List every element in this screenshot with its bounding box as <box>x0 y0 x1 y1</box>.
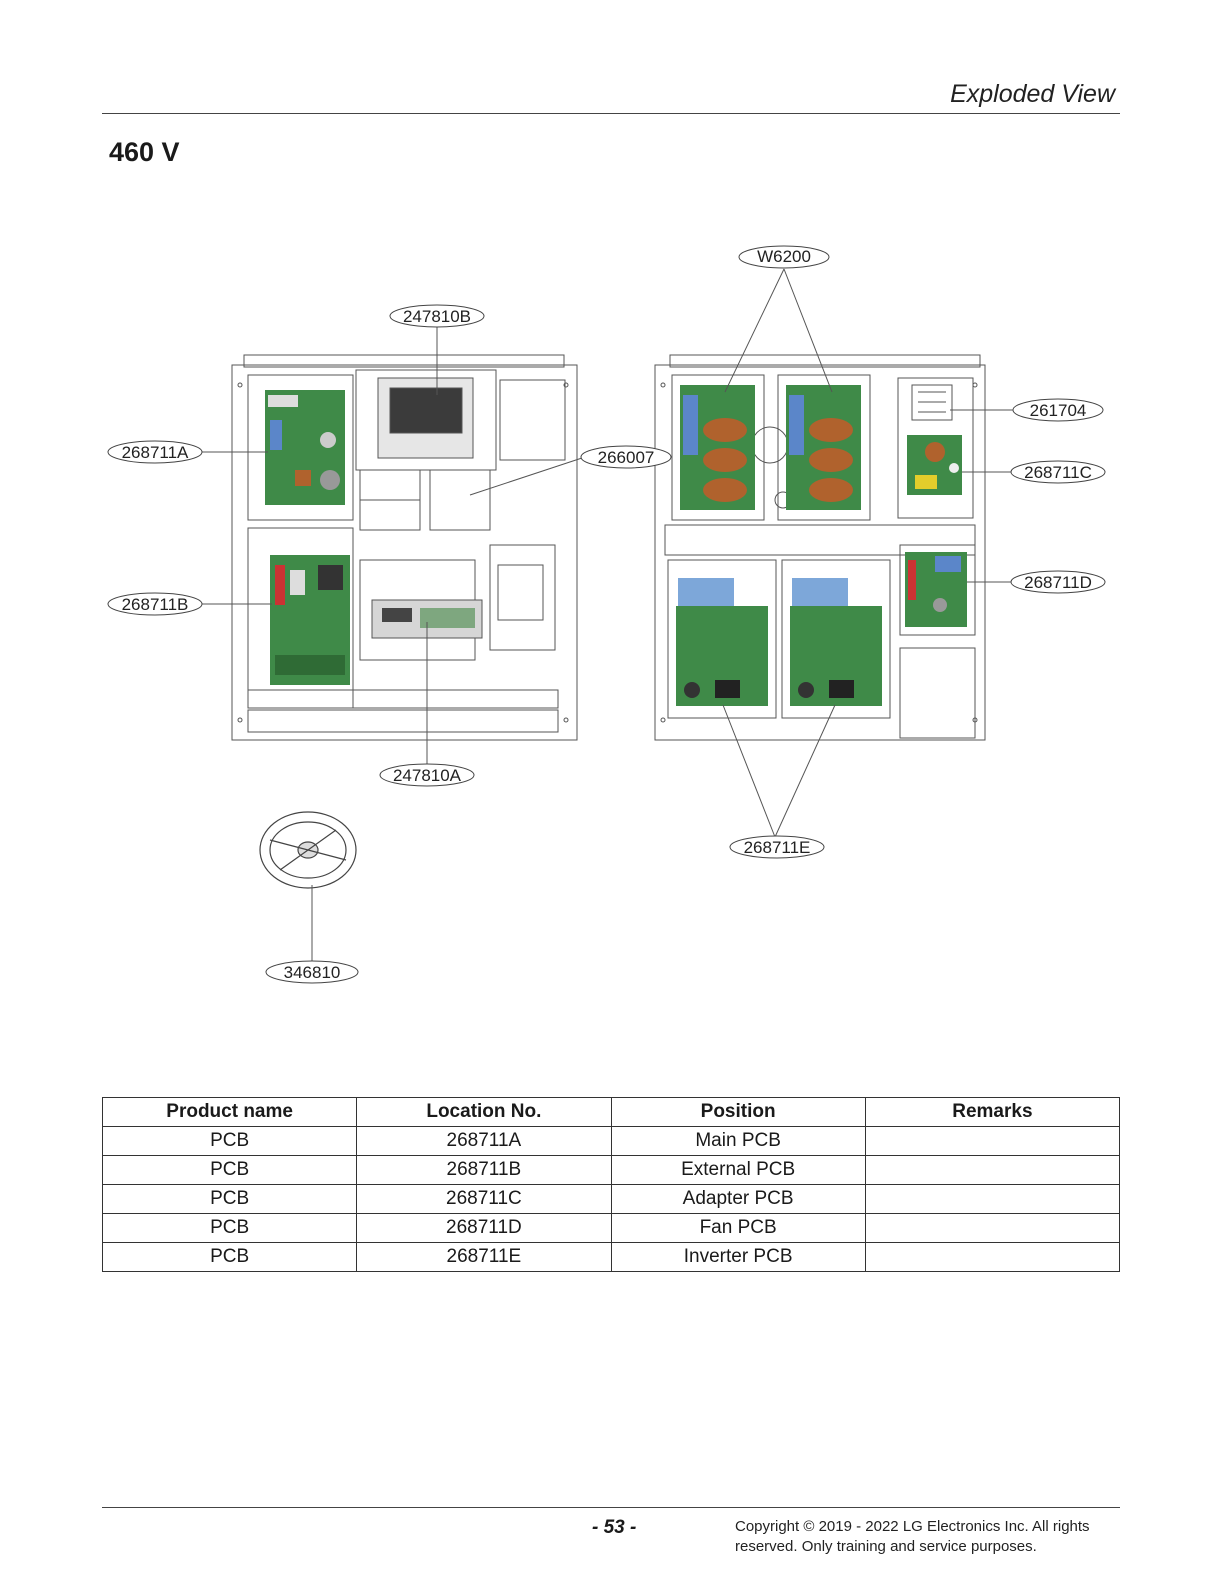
table-cell: 268711D <box>356 1213 612 1243</box>
table-cell: Inverter PCB <box>610 1242 866 1272</box>
table-cell <box>864 1155 1121 1185</box>
table-cell: External PCB <box>610 1155 866 1185</box>
svg-text:268711D: 268711D <box>1024 573 1092 592</box>
callout-268711A: 268711A <box>107 440 203 464</box>
parts-table: Product name Location No. Position Remar… <box>101 1097 1121 1272</box>
svg-text:266007: 266007 <box>598 448 655 467</box>
table-cell <box>864 1126 1121 1156</box>
svg-text:268711E: 268711E <box>744 838 811 857</box>
callout-268711E: 268711E <box>729 835 825 859</box>
callout-268711D: 268711D <box>1010 570 1106 594</box>
fan-pcb <box>905 552 967 627</box>
column-header: Location No. <box>356 1097 612 1127</box>
right-unit <box>654 354 986 741</box>
callout-247810B: 247810B <box>389 304 485 328</box>
table-cell: Adapter PCB <box>610 1184 866 1214</box>
copyright-line: Copyright © 2019 - 2022 LG Electronics I… <box>735 1518 1090 1535</box>
table-cell: PCB <box>101 1184 358 1214</box>
table-cell: 268711A <box>356 1126 612 1156</box>
exploded-view-diagram: 247810B 268711A 266007 268711B 247810A 3… <box>107 245 1106 984</box>
svg-text:261704: 261704 <box>1030 401 1087 420</box>
table-cell: PCB <box>101 1126 358 1156</box>
page-number: - 53 - <box>592 1517 637 1538</box>
footer-divider <box>102 1507 1120 1508</box>
table-cell: Fan PCB <box>610 1213 866 1243</box>
copyright-line: reserved. Only training and service purp… <box>735 1538 1037 1555</box>
table-header-row: Product name Location No. Position Remar… <box>101 1097 1121 1127</box>
table-row: PCB 268711E Inverter PCB <box>101 1242 1121 1272</box>
svg-text:268711A: 268711A <box>122 443 189 462</box>
inverter-pcb-left <box>676 578 768 706</box>
table-cell: 268711C <box>356 1184 612 1214</box>
callout-261704: 261704 <box>1012 398 1104 422</box>
callout-247810A: 247810A <box>379 763 475 787</box>
adapter-pcb <box>907 435 962 495</box>
table-cell <box>864 1242 1121 1272</box>
column-header: Remarks <box>864 1097 1121 1127</box>
table-row: PCB 268711B External PCB <box>101 1155 1121 1185</box>
table-cell: Main PCB <box>610 1126 866 1156</box>
table-cell: PCB <box>101 1155 358 1185</box>
table-row: PCB 268711A Main PCB <box>101 1126 1121 1156</box>
callout-266007: 266007 <box>580 445 672 469</box>
column-header: Position <box>610 1097 866 1127</box>
copyright-notice: Copyright © 2019 - 2022 LG Electronics I… <box>735 1517 1115 1557</box>
svg-text:W6200: W6200 <box>757 247 811 266</box>
header-title: Exploded View <box>950 80 1115 108</box>
callout-268711B: 268711B <box>107 592 203 616</box>
table-cell <box>864 1213 1121 1243</box>
left-unit <box>231 354 578 741</box>
transformer <box>911 384 953 421</box>
header-divider <box>102 113 1120 114</box>
column-header: Product name <box>101 1097 358 1127</box>
table-cell: 268711B <box>356 1155 612 1185</box>
table-row: PCB 268711D Fan PCB <box>101 1213 1121 1243</box>
table-cell: 268711E <box>356 1242 612 1272</box>
table-cell: PCB <box>101 1213 358 1243</box>
reactor-right <box>786 385 861 510</box>
table-cell <box>864 1184 1121 1214</box>
leader-lines <box>196 268 1015 962</box>
svg-text:247810A: 247810A <box>393 766 462 785</box>
svg-text:247810B: 247810B <box>403 307 471 326</box>
callout-268711C: 268711C <box>1010 460 1106 484</box>
table-row: PCB 268711C Adapter PCB <box>101 1184 1121 1214</box>
inverter-pcb-right <box>790 578 882 706</box>
table-cell: PCB <box>101 1242 358 1272</box>
section-title: 460 V <box>109 137 180 167</box>
main-pcb <box>265 390 345 505</box>
callout-346810: 346810 <box>265 960 359 984</box>
fan-motor <box>259 811 357 889</box>
svg-text:268711B: 268711B <box>122 595 189 614</box>
callout-W6200: W6200 <box>738 245 830 269</box>
svg-text:268711C: 268711C <box>1024 463 1092 482</box>
external-pcb <box>270 555 350 685</box>
reactor-left <box>680 385 755 510</box>
svg-text:346810: 346810 <box>284 963 341 982</box>
